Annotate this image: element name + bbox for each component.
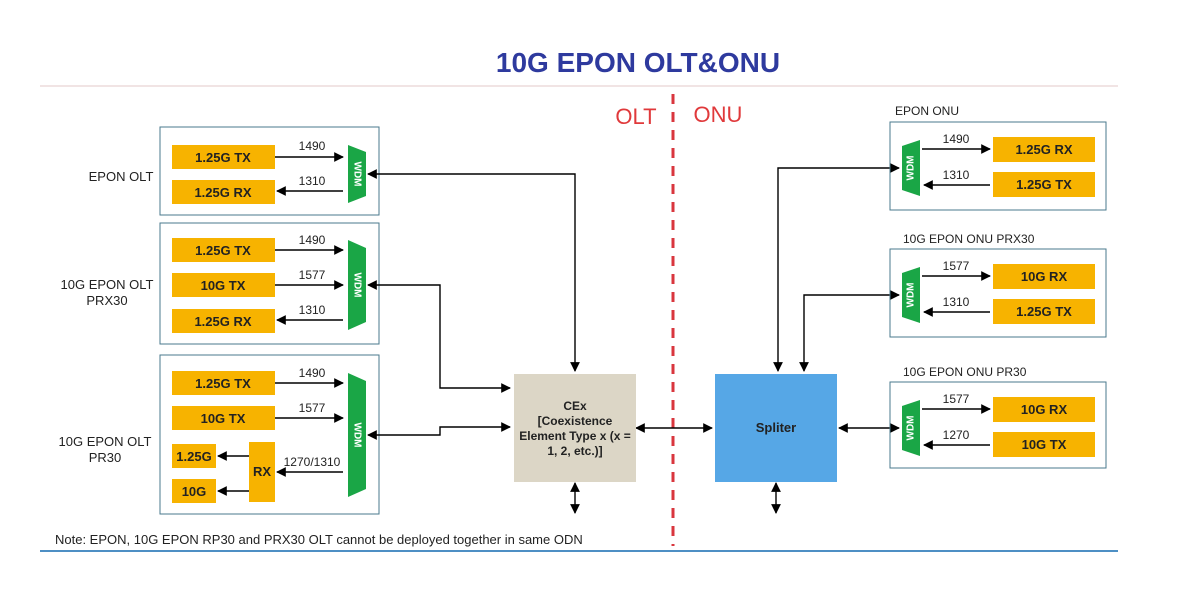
cex-line-2: [Coexistence <box>538 414 613 428</box>
olt2-wdm: WDM <box>348 240 366 330</box>
olt2-row1: 1.25G TX 1490 <box>172 233 344 262</box>
onu3-wl-1577: 1577 <box>943 392 970 406</box>
onu2-rx-box <box>993 264 1095 289</box>
onu3-wdm: WDM <box>902 400 920 456</box>
olt-group-1-label: EPON OLT <box>89 169 154 184</box>
olt1-tx-box <box>172 145 275 169</box>
cex-box <box>514 374 636 482</box>
olt3-row1: 1.25G TX 1490 <box>172 366 344 395</box>
onu3-row1: 1577 10G RX <box>922 392 1095 422</box>
olt3-tx-10g-box <box>172 406 275 430</box>
olt1-row2: 1.25G RX 1310 <box>172 174 343 204</box>
onu2-wdm: WDM <box>902 267 920 323</box>
olt3-out-1g-label: 1.25G <box>176 449 211 464</box>
olt2-wdm-label: WDM <box>351 273 362 298</box>
olt3-out-1g-box <box>172 444 216 468</box>
onu2-tx-box <box>993 299 1095 324</box>
onu3-rx-label: 10G RX <box>1021 402 1068 417</box>
olt3-tx-10g-label: 10G TX <box>201 411 246 426</box>
olt2-rx-box <box>172 309 275 333</box>
olt3-tx-1g-box <box>172 371 275 395</box>
onu-group-1-title: EPON ONU <box>895 104 959 118</box>
olt-group-2-label-line2: PRX30 <box>86 293 127 308</box>
cex-element: CEx [Coexistence Element Type x (x = 1, … <box>514 374 636 482</box>
onu2-tx-label: 1.25G TX <box>1016 304 1072 319</box>
olt3-row2: 10G TX 1577 <box>172 401 344 430</box>
olt2-row3: 1.25G RX 1310 <box>172 303 343 333</box>
onu1-rx-label: 1.25G RX <box>1015 142 1072 157</box>
onu2-rx-label: 10G RX <box>1021 269 1068 284</box>
onu1-wdm-label: WDM <box>906 156 917 181</box>
olt1-row1: 1.25G TX 1490 <box>172 139 344 169</box>
olt3-wdm-label: WDM <box>351 423 362 448</box>
onu-group-3-title: 10G EPON ONU PR30 <box>903 365 1027 379</box>
olt1-wdm: WDM <box>348 145 366 203</box>
olt2-wl-1310: 1310 <box>299 303 326 317</box>
onu1-row1: 1490 1.25G RX <box>922 132 1095 162</box>
onu-group-3-frame <box>889 381 1107 469</box>
onu-group-2-title: 10G EPON ONU PRX30 <box>903 232 1035 246</box>
cex-line-4: 1, 2, etc.)] <box>547 444 602 458</box>
footnote: Note: EPON, 10G EPON RP30 and PRX30 OLT … <box>55 532 583 547</box>
olt3-rx-section: 1.25G 10G RX 1270/1310 <box>172 442 343 503</box>
onu3-tx-box <box>993 432 1095 457</box>
cex-line-1: CEx <box>563 399 587 413</box>
onu2-wdm-label: WDM <box>906 283 917 308</box>
olt1-rx-box <box>172 180 275 204</box>
olt3-wl-1270-1310: 1270/1310 <box>284 455 341 469</box>
olt3-wl-1577: 1577 <box>299 401 326 415</box>
olt1-wl-1310: 1310 <box>299 174 326 188</box>
onu1-row2: 1310 1.25G TX <box>923 168 1095 197</box>
olt-trunk-lines <box>367 169 781 514</box>
olt2-rx-label: 1.25G RX <box>194 314 251 329</box>
olt1-tx-label: 1.25G TX <box>195 150 251 165</box>
splitter-element: Spliter <box>715 374 837 482</box>
onu2-wl-1577: 1577 <box>943 259 970 273</box>
onu1-tx-box <box>993 172 1095 197</box>
olt1-wl-1490: 1490 <box>299 139 326 153</box>
olt1-rx-label: 1.25G RX <box>194 185 251 200</box>
onu1-tx-label: 1.25G TX <box>1016 177 1072 192</box>
onu1-wl-1310: 1310 <box>943 168 970 182</box>
cex-line-3: Element Type x (x = <box>519 429 631 443</box>
olt-side-label: OLT <box>615 104 656 129</box>
olt-group-2-label-line1: 10G EPON OLT <box>61 277 154 292</box>
olt2-wl-1490: 1490 <box>299 233 326 247</box>
onu2-wl-1310: 1310 <box>943 295 970 309</box>
onu3-tx-label: 10G TX <box>1022 437 1067 452</box>
onu1-wl-1490: 1490 <box>943 132 970 146</box>
olt3-rx-box <box>249 442 275 502</box>
onu3-wl-1270: 1270 <box>943 428 970 442</box>
olt-group-3-label-line2: PR30 <box>89 450 122 465</box>
onu-group-1-frame <box>889 121 1107 211</box>
olt2-tx-10g-box <box>172 273 275 297</box>
onu2-row1: 1577 10G RX <box>922 259 1095 289</box>
olt3-out-10g-label: 10G <box>182 484 207 499</box>
onu-side-label: ONU <box>694 102 743 127</box>
olt2-tx-1g-label: 1.25G TX <box>195 243 251 258</box>
olt3-tx-1g-label: 1.25G TX <box>195 376 251 391</box>
olt3-wl-1490: 1490 <box>299 366 326 380</box>
olt-group-3-label-line1: 10G EPON OLT <box>59 434 152 449</box>
onu3-rx-box <box>993 397 1095 422</box>
olt2-row2: 10G TX 1577 <box>172 268 344 297</box>
splitter-label: Spliter <box>756 420 796 435</box>
onu1-rx-box <box>993 137 1095 162</box>
onu2-row2: 1310 1.25G TX <box>923 295 1095 324</box>
onu3-wdm-label: WDM <box>906 416 917 441</box>
olt3-rx-label: RX <box>253 464 271 479</box>
splitter-box <box>715 374 837 482</box>
olt3-wdm: WDM <box>348 373 366 497</box>
olt3-out-10g-box <box>172 479 216 503</box>
onu3-row2: 1270 10G TX <box>923 428 1095 457</box>
olt2-wl-1577: 1577 <box>299 268 326 282</box>
onu-group-2-frame <box>889 248 1107 338</box>
olt2-tx-1g-box <box>172 238 275 262</box>
onu1-wdm: WDM <box>902 140 920 196</box>
diagram-title: 10G EPON OLT&ONU <box>496 47 780 78</box>
onu-trunk-lines <box>773 163 900 433</box>
olt2-tx-10g-label: 10G TX <box>201 278 246 293</box>
olt1-wdm-label: WDM <box>351 162 362 187</box>
